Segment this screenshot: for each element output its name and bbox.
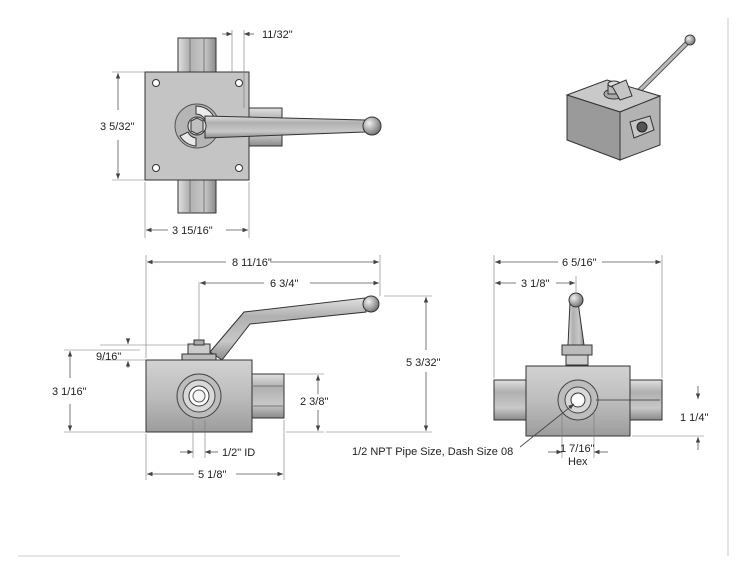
dim-port-center: 1 1/4" (680, 412, 708, 424)
dim-top-fitting-offset: 11/32" (262, 29, 293, 41)
dim-body-height: 3 1/16" (52, 386, 87, 398)
dim-top-height: 3 5/32" (100, 121, 135, 133)
front-view-dimensions: 8 11/16" 6 3/4" 9/16" 3 1/16" 2 3/8" 5 3… (52, 255, 441, 481)
dim-side-half: 3 1/8" (521, 278, 549, 290)
dim-hex-label: Hex (568, 456, 588, 468)
dim-port-id: 1/2" ID (222, 447, 255, 459)
dim-overall-length: 8 11/16" (232, 257, 272, 269)
dim-overall-height: 5 3/32" (406, 357, 441, 369)
dim-port-height: 2 3/8" (300, 396, 328, 408)
port-spec-label: 1/2 NPT Pipe Size, Dash Size 08 (352, 446, 513, 458)
dim-stem-height: 9/16" (96, 351, 121, 363)
side-view-dimensions: 6 5/16" 3 1/8" 1 1/4" 1 7/16" Hex (493, 255, 708, 468)
isometric-view (565, 34, 696, 161)
dim-top-width: 3 15/16" (172, 225, 213, 237)
front-view (145, 295, 380, 433)
side-view (493, 292, 663, 437)
dim-side-overall: 6 5/16" (562, 257, 597, 269)
port-callout: 1/2 NPT Pipe Size, Dash Size 08 (352, 403, 575, 458)
dim-hex-size: 1 7/16" (560, 443, 595, 455)
dim-handle-length: 6 3/4" (270, 278, 298, 290)
dim-body-length: 5 1/8" (198, 469, 226, 481)
top-view-dimensions: 11/32" 3 5/32" 3 15/16" (100, 29, 293, 238)
top-view (144, 37, 382, 214)
